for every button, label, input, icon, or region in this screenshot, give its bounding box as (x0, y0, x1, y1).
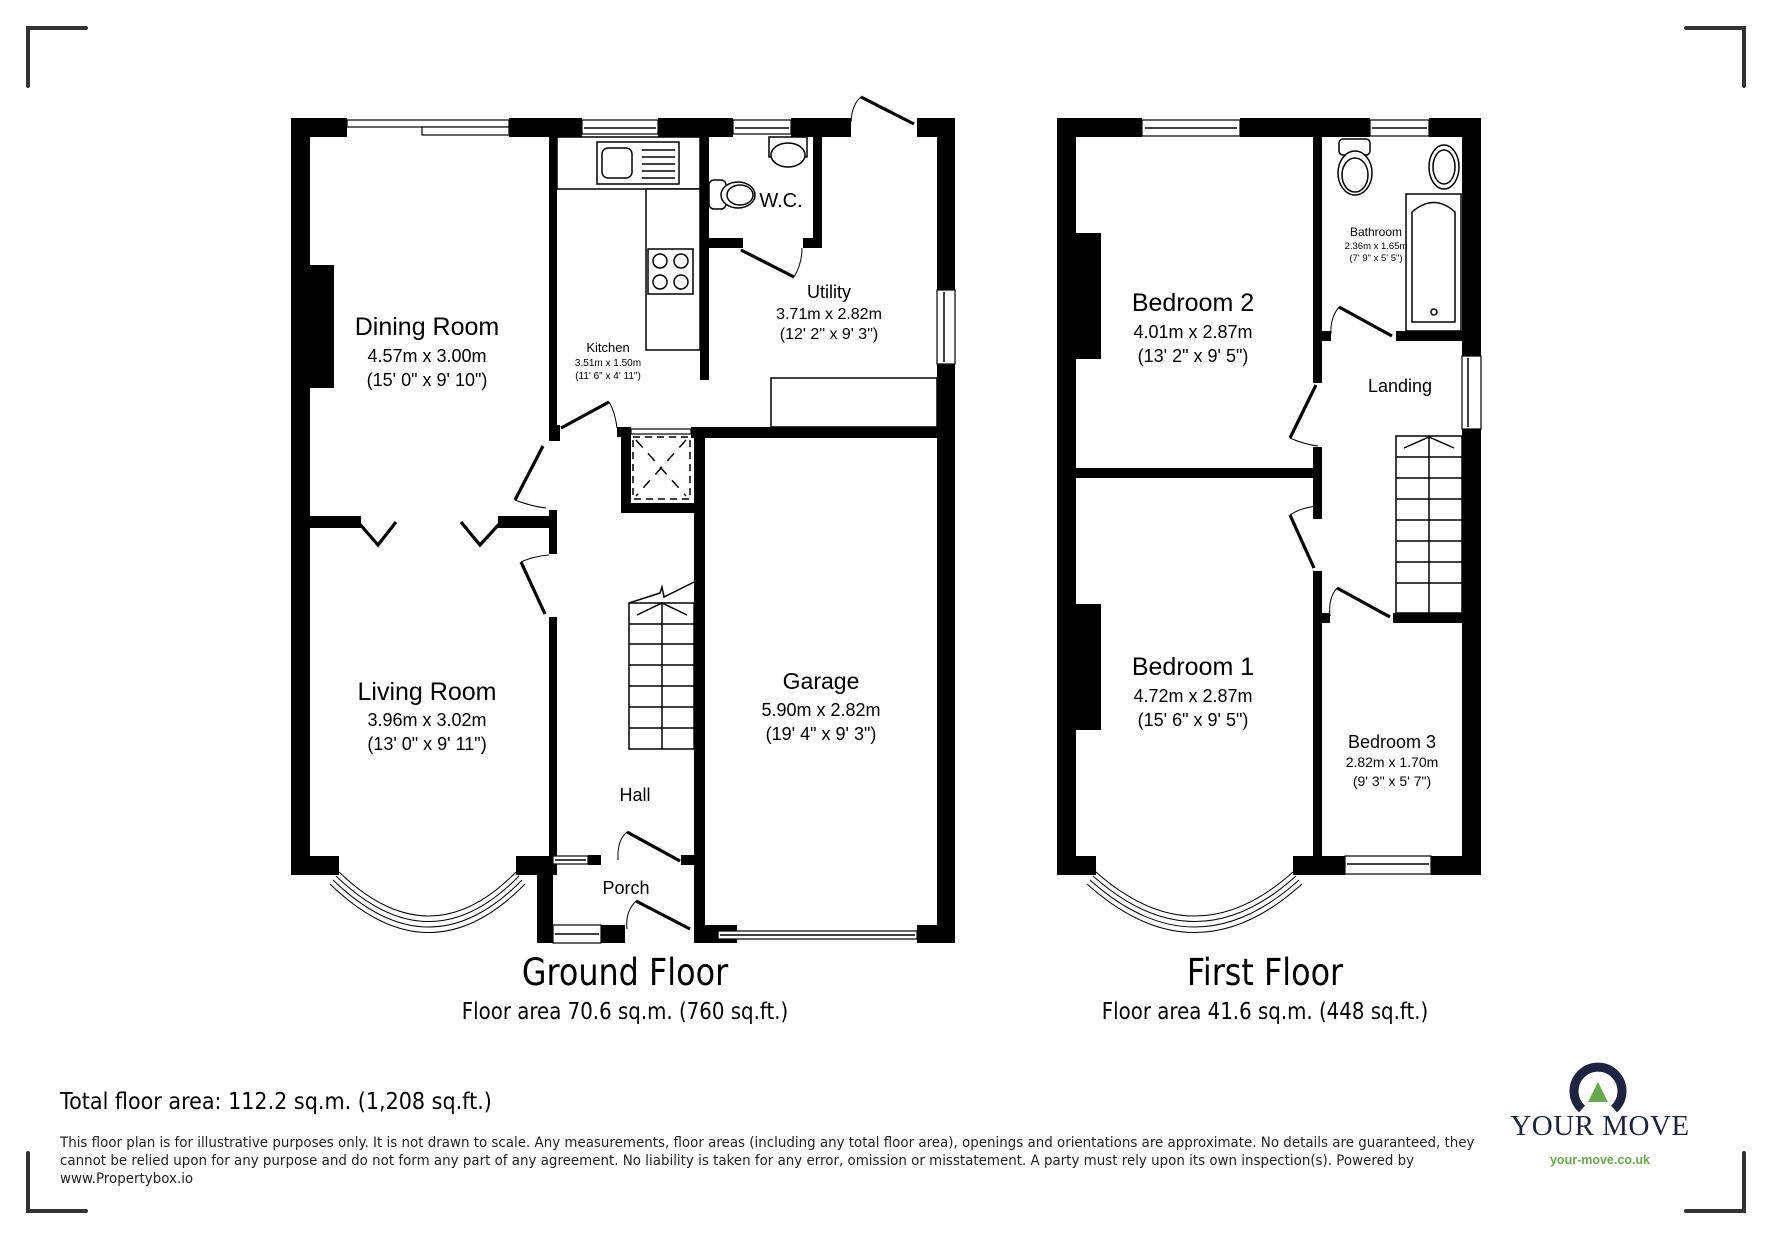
room-dims-garage-metric: 5.90m x 2.82m (761, 700, 880, 720)
room-dims-living-metric: 3.96m x 3.02m (367, 710, 486, 730)
room-dims-kitchen-metric: 3.51m x 1.50m (575, 358, 641, 369)
room-name-dining: Dining Room (355, 313, 500, 341)
room-dims-bedroom-2-metric: 4.01m x 2.87m (1133, 322, 1252, 342)
room-dims-living-imperial: (13' 0" x 9' 11") (367, 734, 486, 754)
disclaimer-text: This floor plan is for illustrative purp… (60, 1135, 1475, 1187)
landing-staircase (1395, 435, 1463, 614)
first-floor-plan: Bedroom 2 4.01m x 2.87m (13' 2" x 9' 5")… (1057, 118, 1482, 933)
room-dims-bedroom-2-imperial: (13' 2" x 9' 5") (1138, 346, 1249, 366)
room-dims-dining-imperial: (15' 0" x 9' 10") (367, 370, 488, 390)
ground-floor-title: Ground Floor (521, 951, 729, 994)
room-name-wc: W.C. (759, 190, 802, 212)
room-dims-bedroom-1-imperial: (15' 6" x 9' 5") (1138, 710, 1249, 730)
total-floor-area: Total floor area: 112.2 sq.m. (1,208 sq.… (60, 1089, 492, 1115)
crop-mark-top-right (1684, 26, 1746, 88)
ground-floor-plan: Dining Room 4.57m x 3.00m (15' 0" x 9' 1… (291, 95, 956, 944)
room-dims-kitchen-imperial: (11' 6" x 4' 11") (575, 371, 641, 382)
room-dims-bathroom-metric: 2.36m x 1.65m (1345, 241, 1408, 252)
room-name-bedroom-2: Bedroom 2 (1132, 289, 1254, 317)
room-name-utility: Utility (807, 282, 851, 302)
your-move-logo: YOUR MOVE your-move.co.uk (1500, 1050, 1700, 1170)
room-name-porch: Porch (602, 878, 649, 898)
crop-mark-top-left (26, 26, 88, 88)
room-dims-bedroom-3-imperial: (9' 3" x 5' 7") (1353, 773, 1431, 789)
room-dims-bathroom-imperial: (7' 9" x 5' 5") (1349, 253, 1402, 264)
logo-wordmark: YOUR MOVE (1510, 1110, 1690, 1142)
crop-mark-bottom-right (1684, 1151, 1746, 1213)
your-move-logo-icon (1569, 1062, 1627, 1113)
room-name-landing: Landing (1368, 376, 1432, 396)
logo-url: your-move.co.uk (1549, 1153, 1651, 1167)
room-name-kitchen: Kitchen (586, 340, 629, 355)
room-dims-bedroom-3-metric: 2.82m x 1.70m (1346, 754, 1439, 770)
room-name-bedroom-1: Bedroom 1 (1132, 653, 1254, 681)
crop-mark-bottom-left (26, 1151, 88, 1213)
room-name-hall: Hall (619, 785, 650, 805)
first-floor-title: First Floor (1186, 951, 1344, 994)
room-name-living: Living Room (358, 678, 497, 706)
room-name-garage: Garage (783, 668, 860, 694)
crop-marks (26, 26, 1746, 1213)
ground-floor-area: Floor area 70.6 sq.m. (760 sq.ft.) (461, 999, 789, 1025)
room-name-bathroom: Bathroom (1350, 225, 1402, 239)
first-floor-area: Floor area 41.6 sq.m. (448 sq.ft.) (1101, 999, 1429, 1025)
room-dims-utility-metric: 3.71m x 2.82m (776, 306, 882, 323)
room-name-bedroom-3: Bedroom 3 (1348, 732, 1436, 752)
hall-staircase (628, 581, 695, 750)
room-dims-utility-imperial: (12' 2" x 9' 3") (780, 326, 878, 343)
room-dims-garage-imperial: (19' 4" x 9' 3") (766, 724, 877, 744)
room-dims-bedroom-1-metric: 4.72m x 2.87m (1133, 686, 1252, 706)
room-dims-dining-metric: 4.57m x 3.00m (367, 346, 486, 366)
